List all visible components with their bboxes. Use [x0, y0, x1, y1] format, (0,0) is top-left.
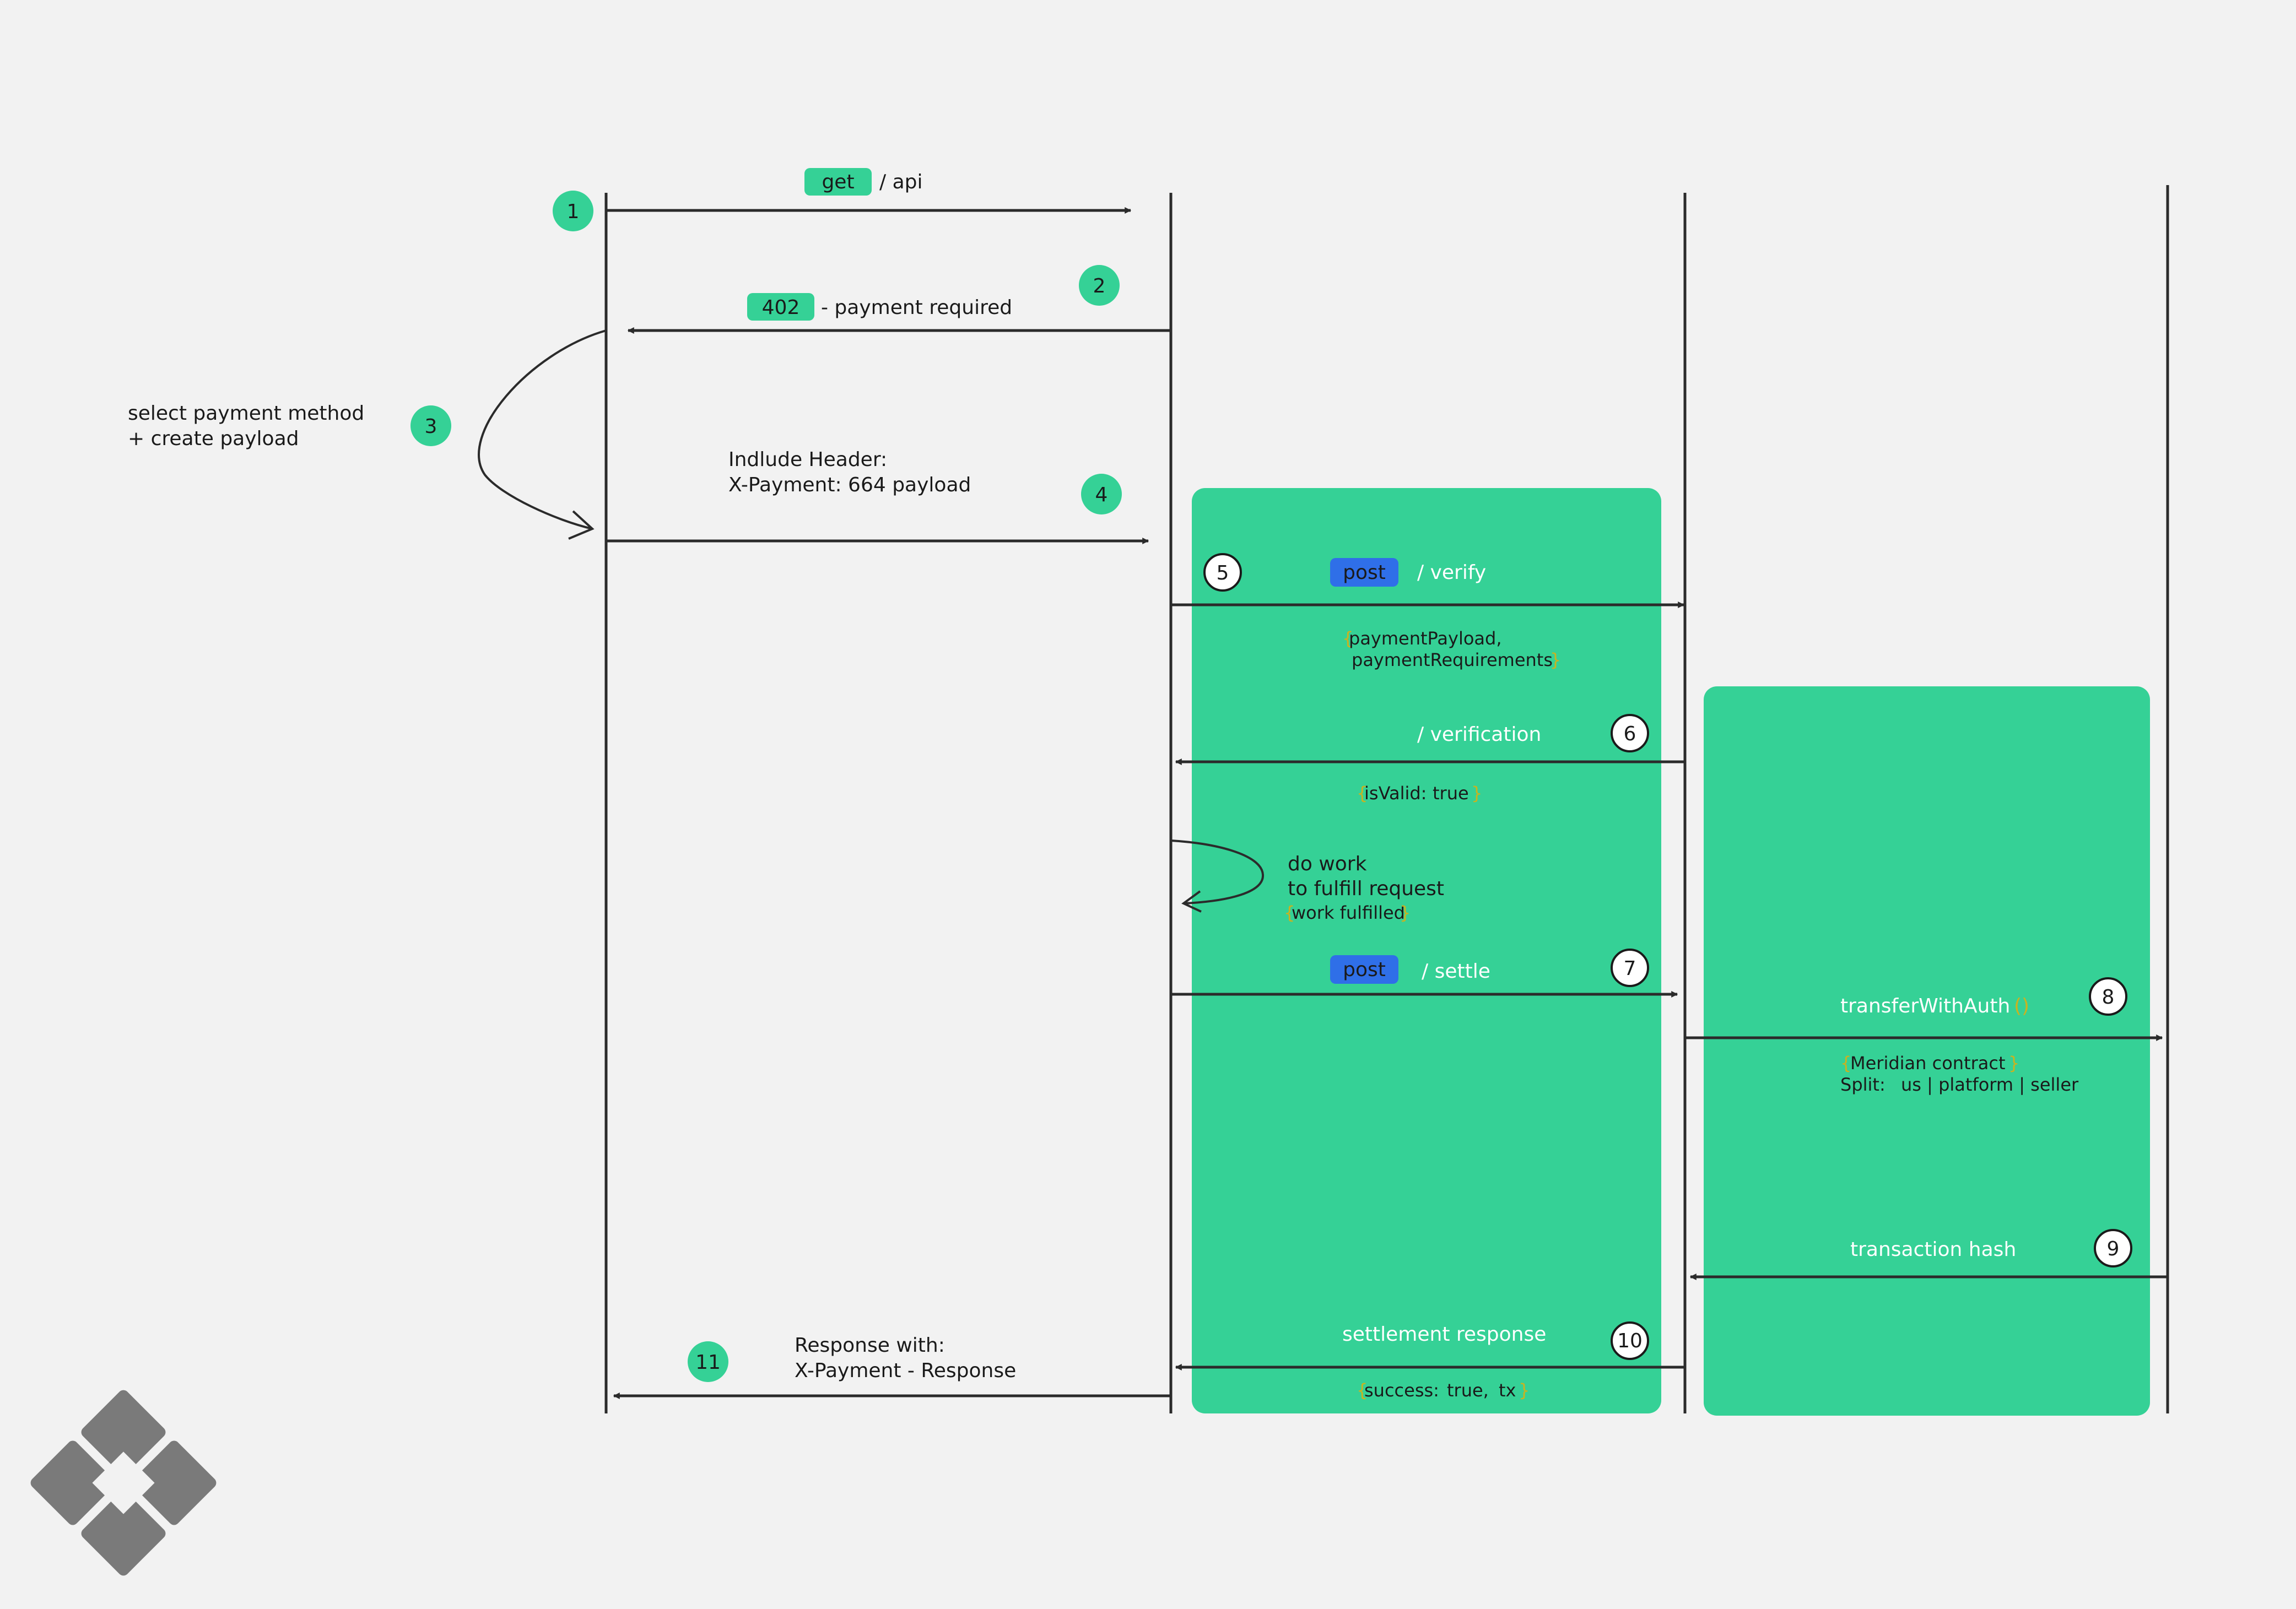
work-status-close-brace: }	[1400, 902, 1411, 923]
split-parts-label: us | platform | seller	[1901, 1074, 2079, 1095]
isvalid-open-brace: {	[1357, 783, 1368, 804]
contract-open-brace: {	[1840, 1053, 1851, 1074]
step-badge-8: 8	[2089, 977, 2127, 1016]
svg-text:10: 10	[1617, 1330, 1643, 1352]
self-loop-do-work	[1170, 839, 1265, 904]
verify-path-label: / verify	[1417, 561, 1486, 584]
success-key: success:	[1364, 1380, 1439, 1401]
svg-text:11: 11	[695, 1351, 721, 1374]
tx-hash-label: transaction hash	[1850, 1238, 2016, 1261]
get-method-pill	[804, 168, 872, 196]
step-badge-4: 4	[1081, 474, 1122, 514]
server-green-panel	[1192, 488, 1661, 1413]
response-line1: Response with:	[795, 1334, 945, 1357]
success-close-brace: }	[1519, 1380, 1530, 1401]
get-method-label: get	[822, 171, 854, 193]
header-line1: Indlude Header:	[728, 448, 887, 471]
work-line2: to fulfill request	[1288, 877, 1444, 900]
success-open-brace: {	[1357, 1380, 1368, 1401]
select-payment-line2: + create payload	[128, 427, 299, 450]
status-text-label: - payment required	[821, 296, 1012, 319]
svg-text:2: 2	[1093, 275, 1106, 297]
verify-body-close-brace: }	[1550, 649, 1561, 670]
step-badge-7: 7	[1611, 949, 1649, 987]
verification-path-label: / verification	[1417, 723, 1541, 746]
tx-key: tx	[1499, 1380, 1516, 1401]
svg-text:3: 3	[425, 415, 437, 438]
svg-text:4: 4	[1095, 484, 1108, 506]
step-badge-5: 5	[1203, 553, 1242, 592]
step-badge-10: 10	[1611, 1321, 1649, 1360]
header-line2: X-Payment: 664 payload	[728, 474, 971, 496]
work-line1: do work	[1288, 853, 1367, 875]
status-code-pill	[747, 293, 814, 321]
select-payment-line1: select payment method	[128, 402, 364, 425]
transfer-fn-parens: ()	[2014, 995, 2029, 1017]
svg-text:8: 8	[2102, 986, 2115, 1009]
svg-text:7: 7	[1624, 957, 1636, 980]
isvalid-key: isValid:	[1364, 783, 1427, 804]
settlement-response-label: settlement response	[1342, 1323, 1546, 1346]
split-label: Split:	[1840, 1074, 1886, 1095]
verify-body-open-brace: {	[1342, 628, 1353, 649]
transfer-fn-label: transferWithAuth	[1840, 995, 2010, 1017]
isvalid-close-brace: }	[1471, 783, 1482, 804]
svg-text:5: 5	[1217, 562, 1229, 584]
isvalid-value: true	[1433, 783, 1469, 804]
verify-body-line1: paymentPayload,	[1349, 628, 1502, 649]
settle-path-label: / settle	[1422, 960, 1490, 983]
step-badge-9: 9	[2094, 1229, 2132, 1267]
step-badge-2: 2	[1079, 265, 1120, 306]
self-loop-work-arrowhead	[1181, 890, 1202, 913]
success-value: true,	[1447, 1380, 1489, 1401]
get-path-label: / api	[879, 171, 923, 193]
status-code-label: 402	[762, 296, 800, 319]
step-badge-6: 6	[1611, 714, 1649, 752]
svg-text:6: 6	[1624, 723, 1636, 745]
step-badge-3: 3	[410, 405, 451, 446]
settle-method-label: post	[1343, 958, 1386, 981]
work-status-open-brace: {	[1284, 902, 1295, 923]
verify-method-label: post	[1343, 561, 1386, 584]
blockchain-green-panel	[1704, 686, 2150, 1416]
settle-method-pill	[1330, 955, 1398, 984]
self-loop-select-payment	[478, 329, 607, 530]
response-line2: X-Payment - Response	[795, 1359, 1016, 1382]
contract-name-label: Meridian contract	[1850, 1053, 2006, 1074]
work-status-label: work fulfilled	[1292, 902, 1405, 923]
diamond-logo-icon	[30, 1390, 217, 1576]
svg-text:1: 1	[567, 201, 580, 223]
step-badge-1: 1	[553, 191, 593, 231]
self-loop-arrowhead	[568, 510, 595, 540]
svg-text:9: 9	[2107, 1238, 2120, 1260]
contract-close-brace: }	[2008, 1053, 2019, 1074]
verify-body-line2: paymentRequirements	[1352, 649, 1553, 670]
step-badge-11: 11	[688, 1341, 728, 1382]
verify-method-pill	[1330, 558, 1398, 587]
